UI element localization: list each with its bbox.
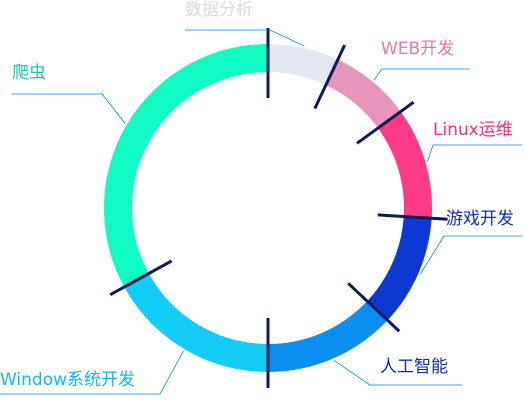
- ring-divider-game-dev: [377, 213, 448, 221]
- leader-line-game-dev: [419, 235, 522, 275]
- ring-segments: [104, 44, 432, 372]
- leader-line-ai: [333, 359, 462, 386]
- label-crawler: 爬虫: [12, 63, 46, 83]
- ring-segment-web-dev: [325, 59, 401, 129]
- ring-segment-windows-dev: [124, 273, 269, 372]
- ring-segment-data-analysis: [267, 44, 338, 86]
- label-data-analysis: 数据分析: [185, 0, 253, 20]
- leader-line-web-dev: [373, 68, 470, 81]
- leader-line-windows-dev: [0, 350, 184, 395]
- ring-segment-linux-ops: [377, 111, 432, 219]
- leader-line-linux-ops: [427, 144, 522, 162]
- ring-divider-ai: [347, 282, 401, 333]
- ring-segment-crawler: [104, 44, 269, 287]
- label-windows-dev: Window系统开发: [0, 370, 135, 390]
- segment-labels: 数据分析 WEB开发 Linux运维 游戏开发 人工智能 Window系统开发 …: [0, 0, 514, 390]
- label-ai: 人工智能: [380, 357, 448, 377]
- leader-line-data-analysis: [185, 29, 305, 47]
- ring-divider-web-dev: [313, 44, 346, 110]
- ring-divider-linux-ops: [356, 100, 415, 145]
- leader-line-crawler: [12, 93, 126, 124]
- ring-segment-game-dev: [366, 216, 432, 321]
- ring-segment-ai: [267, 300, 388, 372]
- ring-dividers: [109, 28, 448, 388]
- label-web-dev: WEB开发: [381, 39, 454, 59]
- ring-divider-crawler: [109, 259, 173, 297]
- leader-lines: [0, 29, 522, 395]
- label-linux-ops: Linux运维: [433, 120, 513, 140]
- label-game-dev: 游戏开发: [446, 209, 514, 229]
